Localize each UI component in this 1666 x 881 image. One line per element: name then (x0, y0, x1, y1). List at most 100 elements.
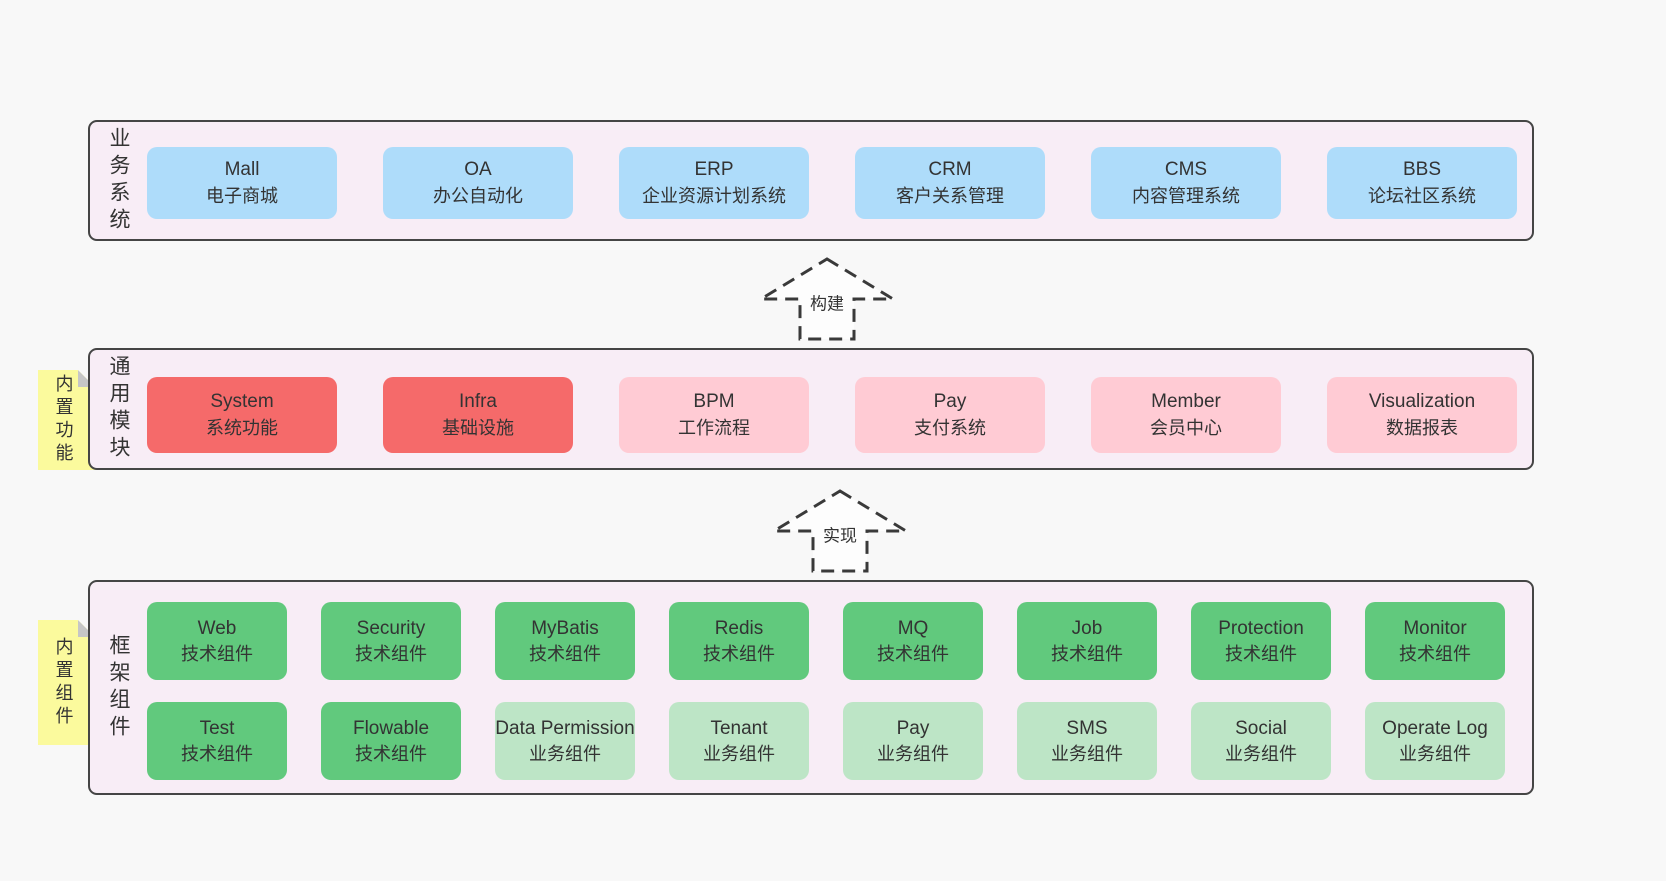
sticky-note-built-in-features: 内置功能 (38, 370, 95, 470)
box-social: Social 业务组件 (1191, 702, 1331, 780)
box-name: Pay (933, 391, 967, 413)
layer-label: 通用模块 (107, 355, 130, 463)
box-cms: CMS 内容管理系统 (1091, 147, 1281, 219)
box-name: Security (356, 618, 426, 640)
box-name: Tenant (710, 718, 768, 740)
box-name: Mall (224, 159, 260, 181)
box-desc: 技术组件 (181, 643, 253, 664)
components-row-1: Web 技术组件 Security 技术组件 MyBatis 技术组件 Redi… (147, 602, 1505, 680)
box-desc: 技术组件 (355, 743, 427, 764)
box-desc: 企业资源计划系统 (642, 185, 786, 206)
box-name: OA (464, 159, 492, 181)
box-desc: 业务组件 (703, 743, 775, 764)
box-name: Operate Log (1382, 718, 1488, 740)
box-desc: 技术组件 (703, 643, 775, 664)
arrow-label: 实现 (820, 520, 860, 548)
box-erp: ERP 企业资源计划系统 (619, 147, 809, 219)
box-desc: 技术组件 (877, 643, 949, 664)
box-name: Member (1151, 391, 1221, 413)
sticky-note-label: 内置功能 (53, 374, 74, 466)
box-web: Web 技术组件 (147, 602, 287, 680)
box-name: Job (1071, 618, 1103, 640)
layer-label: 框架组件 (107, 633, 130, 742)
box-desc: 会员中心 (1150, 417, 1222, 438)
box-mq: MQ 技术组件 (843, 602, 983, 680)
sticky-note-label: 内置组件 (53, 636, 74, 729)
box-sms: SMS 业务组件 (1017, 702, 1157, 780)
box-name: Redis (714, 618, 764, 640)
business-boxes-row: Mall 电子商城 OA 办公自动化 ERP 企业资源计划系统 CRM 客户关系… (147, 147, 1517, 219)
box-desc: 业务组件 (877, 743, 949, 764)
box-name: Flowable (352, 718, 430, 740)
box-member: Member 会员中心 (1091, 377, 1281, 453)
box-pay-component: Pay 业务组件 (843, 702, 983, 780)
box-security: Security 技术组件 (321, 602, 461, 680)
box-mall: Mall 电子商城 (147, 147, 337, 219)
modules-boxes-row: System 系统功能 Infra 基础设施 BPM 工作流程 Pay 支付系统… (147, 377, 1517, 453)
box-desc: 技术组件 (529, 643, 601, 664)
box-desc: 技术组件 (1051, 643, 1123, 664)
box-desc: 工作流程 (678, 417, 750, 438)
box-mybatis: MyBatis 技术组件 (495, 602, 635, 680)
layer-label: 业务系统 (107, 126, 130, 235)
box-name: BPM (693, 391, 735, 413)
box-desc: 技术组件 (1399, 643, 1471, 664)
box-name: System (210, 391, 274, 413)
box-desc: 业务组件 (1399, 743, 1471, 764)
box-desc: 客户关系管理 (896, 185, 1004, 206)
dashed-up-arrow-build: 构建 (758, 256, 896, 342)
box-name: Monitor (1403, 618, 1467, 640)
box-desc: 办公自动化 (433, 185, 523, 206)
box-system: System 系统功能 (147, 377, 337, 453)
box-name: BBS (1402, 159, 1442, 181)
box-desc: 论坛社区系统 (1368, 185, 1476, 206)
box-name: SMS (1066, 718, 1108, 740)
sticky-note-built-in-components: 内置组件 (38, 620, 95, 745)
layer-common-modules: 通用模块 System 系统功能 Infra 基础设施 BPM 工作流程 Pay… (88, 348, 1534, 470)
box-oa: OA 办公自动化 (383, 147, 573, 219)
box-name: Protection (1218, 618, 1304, 640)
box-desc: 业务组件 (1051, 743, 1123, 764)
box-protection: Protection 技术组件 (1191, 602, 1331, 680)
dashed-up-arrow-implement: 实现 (771, 488, 909, 574)
box-data-permission: Data Permission 业务组件 (495, 702, 635, 780)
box-test: Test 技术组件 (147, 702, 287, 780)
box-name: CMS (1164, 159, 1208, 181)
box-desc: 支付系统 (914, 417, 986, 438)
box-name: Web (197, 618, 237, 640)
box-desc: 电子商城 (206, 185, 278, 206)
box-name: CRM (928, 159, 972, 181)
arrow-label: 构建 (807, 288, 847, 316)
box-crm: CRM 客户关系管理 (855, 147, 1045, 219)
box-bpm: BPM 工作流程 (619, 377, 809, 453)
box-infra: Infra 基础设施 (383, 377, 573, 453)
box-name: Test (199, 718, 235, 740)
box-name: MQ (897, 618, 929, 640)
box-job: Job 技术组件 (1017, 602, 1157, 680)
box-desc: 技术组件 (355, 643, 427, 664)
box-redis: Redis 技术组件 (669, 602, 809, 680)
layer-business-systems: 业务系统 Mall 电子商城 OA 办公自动化 ERP 企业资源计划系统 CRM… (88, 120, 1534, 241)
box-desc: 数据报表 (1386, 417, 1458, 438)
box-name: Infra (458, 391, 498, 413)
box-desc: 业务组件 (1225, 743, 1297, 764)
box-name: MyBatis (531, 618, 599, 640)
layer-framework-components: 框架组件 Web 技术组件 Security 技术组件 MyBatis 技术组件… (88, 580, 1534, 795)
box-name: Visualization (1368, 391, 1476, 413)
box-name: Pay (896, 718, 930, 740)
box-desc: 技术组件 (1225, 643, 1297, 664)
box-desc: 内容管理系统 (1132, 185, 1240, 206)
box-pay-module: Pay 支付系统 (855, 377, 1045, 453)
box-desc: 系统功能 (206, 417, 278, 438)
box-name: ERP (694, 159, 734, 181)
box-name: Social (1235, 718, 1287, 740)
box-desc: 技术组件 (181, 743, 253, 764)
box-flowable: Flowable 技术组件 (321, 702, 461, 780)
box-tenant: Tenant 业务组件 (669, 702, 809, 780)
box-bbs: BBS 论坛社区系统 (1327, 147, 1517, 219)
box-desc: 业务组件 (529, 743, 601, 764)
components-row-2: Test 技术组件 Flowable 技术组件 Data Permission … (147, 702, 1505, 780)
box-desc: 基础设施 (442, 417, 514, 438)
box-operate-log: Operate Log 业务组件 (1365, 702, 1505, 780)
